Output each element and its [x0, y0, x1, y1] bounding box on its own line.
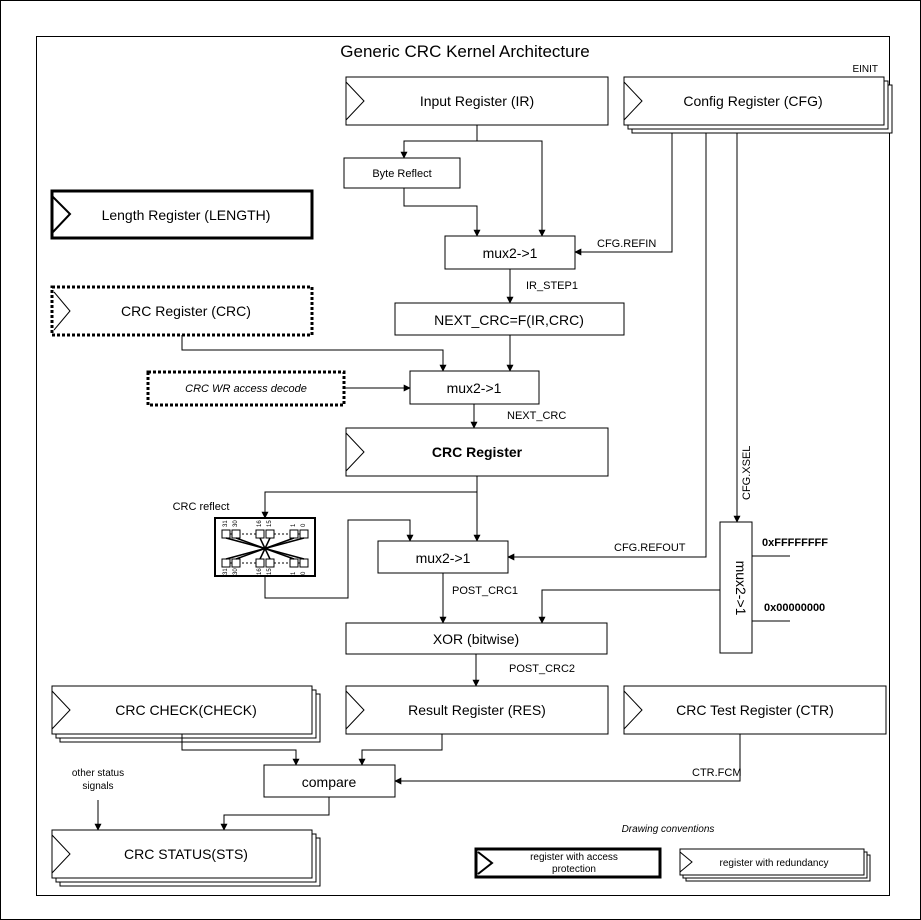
- reflect-bit-bottom: 15: [267, 568, 273, 575]
- crc-check-label: CRC CHECK(CHECK): [115, 702, 257, 718]
- cfg-refin-label: CFG.REFIN: [597, 238, 656, 250]
- mux-ir-label: mux2->1: [483, 245, 538, 261]
- legend-title: Drawing conventions: [622, 824, 715, 835]
- config-register-label: Config Register (CFG): [683, 93, 822, 109]
- mux-ir: mux2->1: [444, 235, 576, 270]
- mux-xsel: mux2->1: [719, 521, 753, 654]
- reflect-bit-top: 0: [301, 523, 307, 527]
- crc-register-crc-label: CRC Register (CRC): [121, 303, 251, 319]
- compare-label: compare: [302, 774, 357, 790]
- reflect-bit-top: 16: [257, 520, 263, 527]
- ir-step1-label: IR_STEP1: [526, 280, 578, 292]
- ctr-fcm-label: CTR.FCM: [692, 767, 742, 779]
- legend-redundant-label: register with redundancy: [720, 858, 829, 869]
- reflect-bit-top: 30: [233, 520, 239, 527]
- xsel-zeros-label: 0x00000000: [764, 602, 825, 614]
- crc-register: CRC Register: [345, 427, 609, 477]
- config-register: Config Register (CFG): [623, 76, 893, 134]
- diagram-title: Generic CRC Kernel Architecture: [340, 42, 589, 61]
- reflect-bit-bottom: 30: [233, 568, 239, 575]
- legend-protected: register with access protection: [474, 847, 662, 879]
- reflect-bit-top: 1: [291, 523, 297, 527]
- reflect-bit-bottom: 0: [301, 571, 307, 575]
- legend-protected-line2: protection: [552, 864, 596, 875]
- xsel-ones-label: 0xFFFFFFFF: [762, 537, 828, 549]
- wiring: [94, 125, 790, 831]
- other-status-label-1: other status: [72, 768, 124, 779]
- crc-reflect-block: 31 30 16 15 1 0 31 30 16 15 1 0: [214, 517, 316, 577]
- crc-check-register: CRC CHECK(CHECK): [51, 685, 321, 743]
- wr-access-decode: CRC WR access decode: [146, 370, 346, 407]
- reflect-bit-bottom: 16: [257, 568, 263, 575]
- cfg-refout-label: CFG.REFOUT: [614, 542, 686, 554]
- crc-register-crc: CRC Register (CRC): [50, 285, 314, 337]
- legend-protected-line1: register with access: [530, 852, 618, 863]
- reflect-bit-bottom: 1: [291, 571, 297, 575]
- next-crc-block: NEXT_CRC=F(IR,CRC): [394, 302, 625, 336]
- compare-block: compare: [263, 764, 396, 798]
- xor-block: XOR (bitwise): [345, 622, 608, 655]
- mux-xsel-label: mux2->1: [733, 561, 749, 616]
- einit-label: EINIT: [852, 64, 878, 75]
- length-register: Length Register (LENGTH): [50, 189, 314, 240]
- crc-test-register: CRC Test Register (CTR): [623, 685, 887, 735]
- next-crc-signal-label: NEXT_CRC: [507, 410, 566, 422]
- post-crc2-label: POST_CRC2: [509, 663, 575, 675]
- reflect-bit-top: 31: [223, 520, 229, 527]
- diagram-frame: [36, 36, 890, 896]
- reflect-bit-top: 15: [267, 520, 273, 527]
- mux-post-label: mux2->1: [416, 550, 471, 566]
- other-status-label-2: signals: [82, 781, 113, 792]
- legend-redundant: register with redundancy: [679, 848, 871, 882]
- crc-test-register-label: CRC Test Register (CTR): [676, 702, 834, 718]
- mux-post: mux2->1: [377, 540, 509, 574]
- reflect-bit-bottom: 31: [223, 568, 229, 575]
- mux-next-label: mux2->1: [447, 380, 502, 396]
- result-register-label: Result Register (RES): [408, 702, 546, 718]
- next-crc-label: NEXT_CRC=F(IR,CRC): [434, 312, 584, 328]
- input-register: Input Register (IR): [345, 76, 609, 126]
- cfg-xsel-label: CFG.XSEL: [741, 446, 753, 500]
- post-crc1-label: POST_CRC1: [452, 585, 518, 597]
- result-register: Result Register (RES): [345, 685, 609, 735]
- length-register-label: Length Register (LENGTH): [102, 207, 271, 223]
- crc-status-label: CRC STATUS(STS): [124, 846, 248, 862]
- byte-reflect-label: Byte Reflect: [372, 168, 431, 180]
- input-register-label: Input Register (IR): [420, 93, 534, 109]
- crc-register-label: CRC Register: [432, 444, 523, 460]
- mux-next: mux2->1: [409, 370, 540, 405]
- wr-access-decode-label: CRC WR access decode: [185, 383, 307, 395]
- xor-label: XOR (bitwise): [433, 631, 519, 647]
- byte-reflect-block: Byte Reflect: [343, 157, 461, 189]
- crc-status-register: CRC STATUS(STS): [51, 829, 321, 887]
- crc-reflect-label: CRC reflect: [173, 501, 230, 513]
